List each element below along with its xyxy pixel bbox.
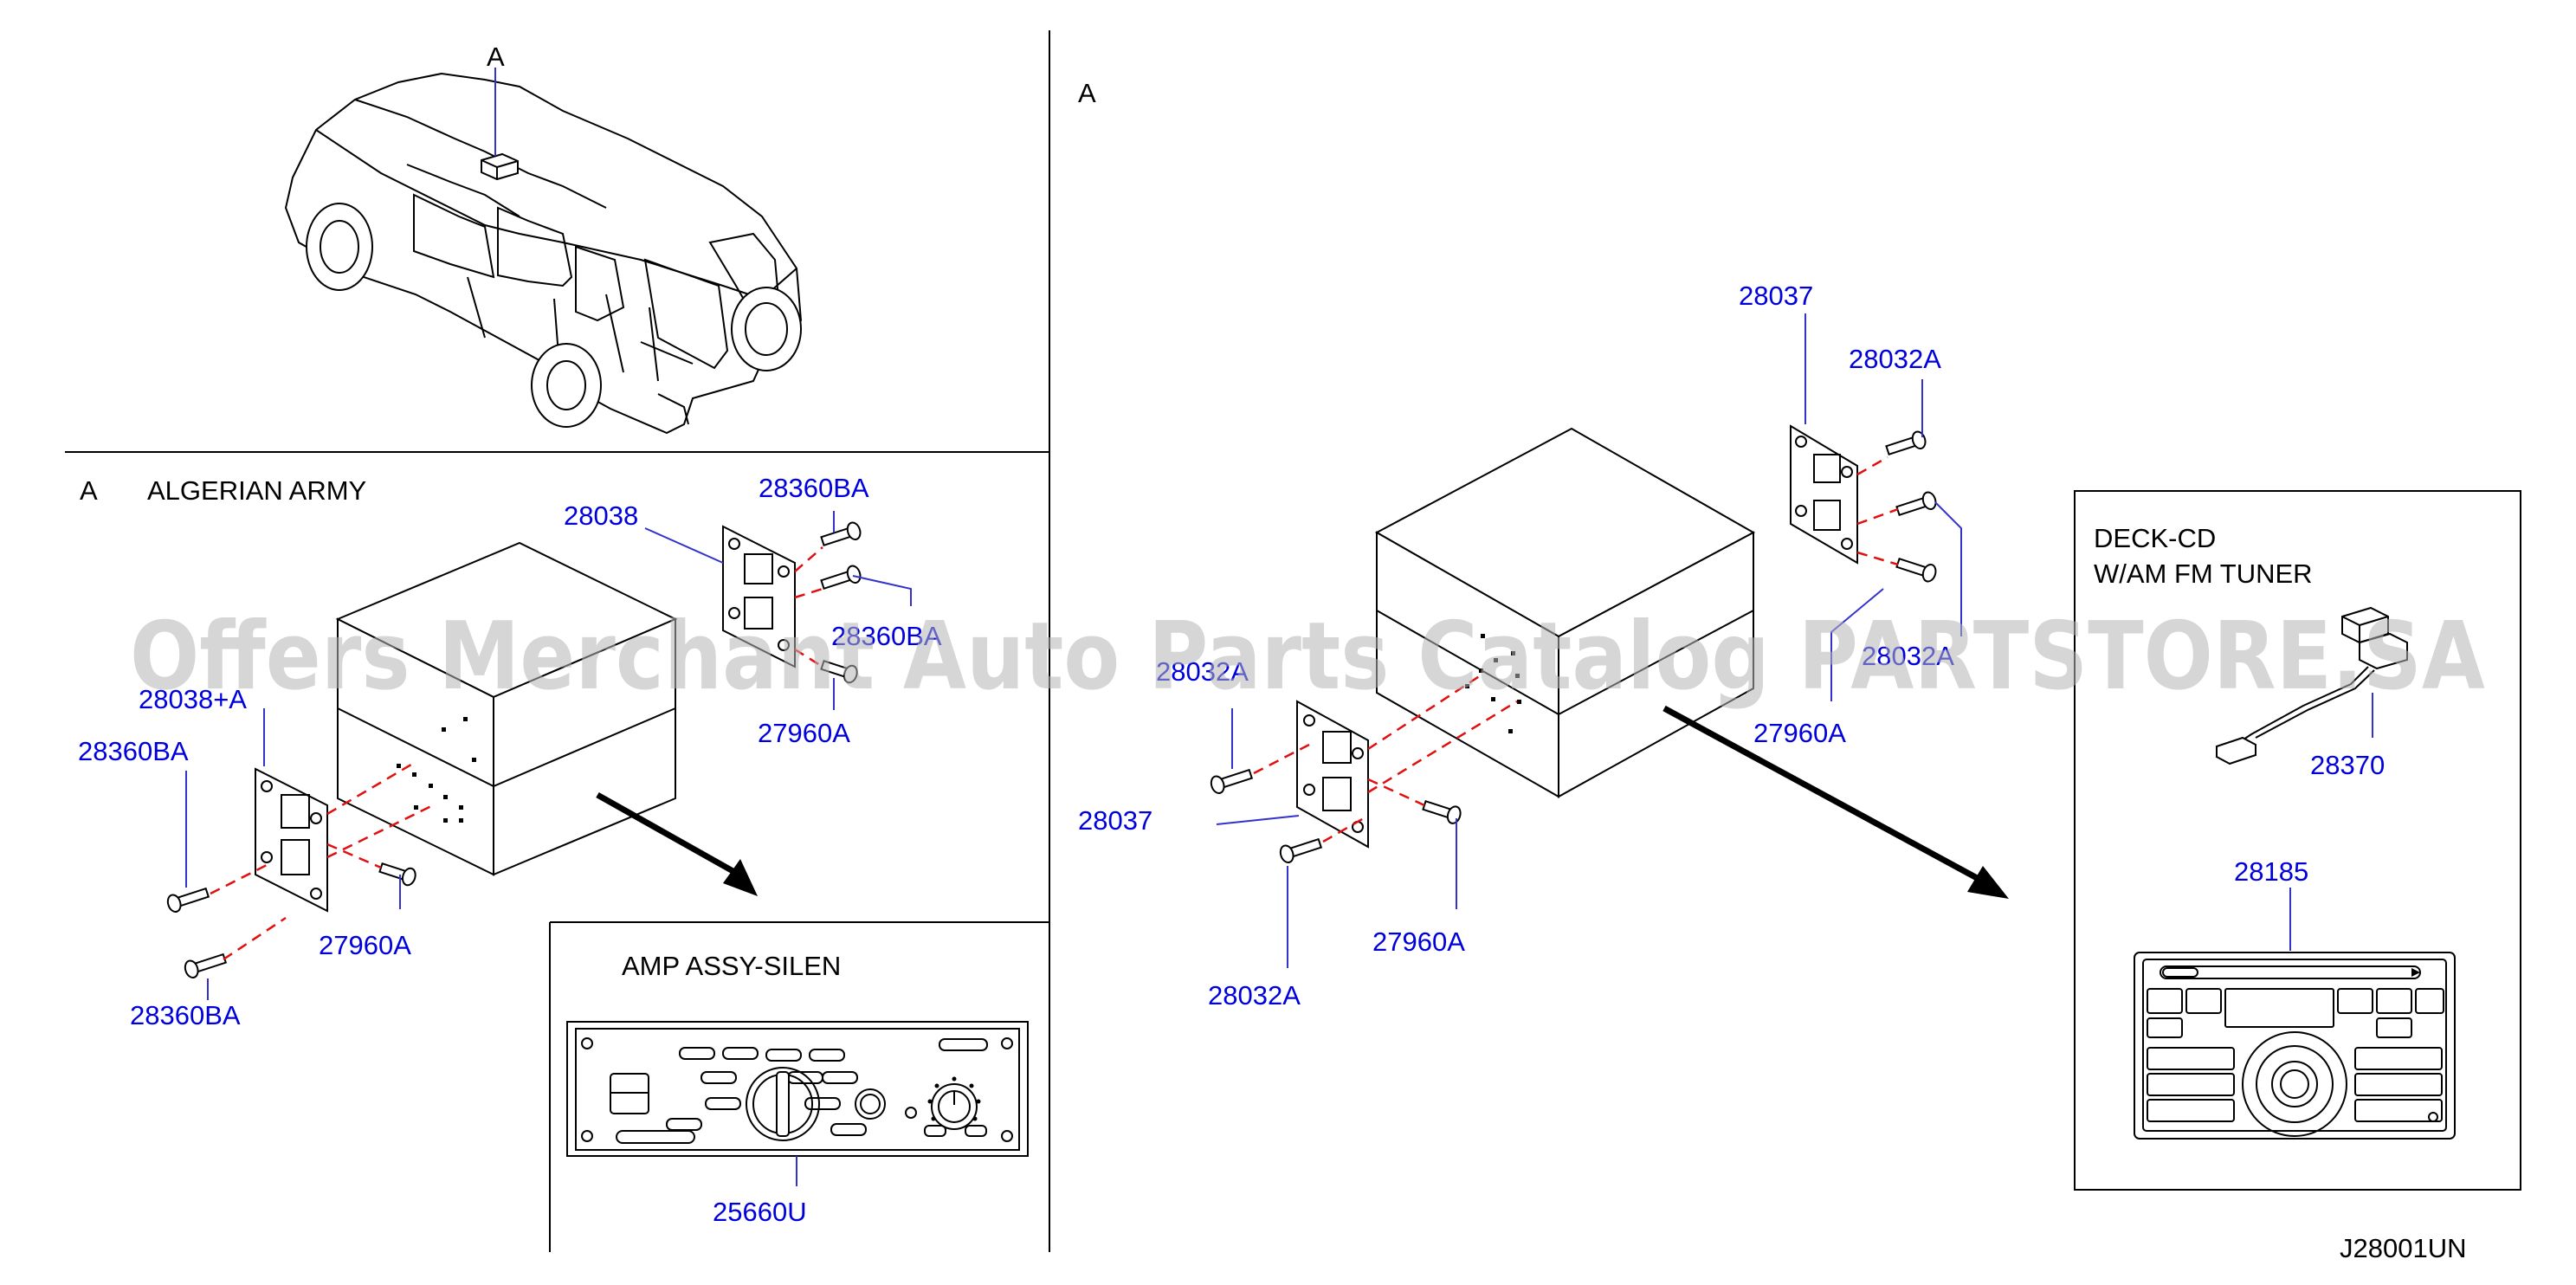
label-28360ba-mid: 28360BA [831,621,942,651]
deck-title-line2: W/AM FM TUNER [2094,559,2313,589]
label-28037-top: 28037 [1739,281,1813,311]
label-28360ba-bottom: 28360BA [130,1000,241,1030]
label-28037-left: 28037 [1078,805,1152,836]
screws-right [1210,430,1937,863]
label-27960a-right: 27960A [1753,718,1846,748]
amplifier-panel [566,1021,1029,1186]
drawing-code: J28001UN [2340,1233,2466,1263]
label-27960a-top: 27960A [758,718,850,748]
radio-box-right [1374,427,1756,798]
section-view-label-right: A [1078,78,1096,108]
section-title-algerian-army: ALGERIAN ARMY [147,475,366,506]
tuner-harness [2216,606,2408,765]
label-28032a-bottom: 28032A [1208,980,1301,1011]
label-28032a-mid: 28032A [1862,641,1954,671]
leaders-right [1216,313,1962,968]
mounting-bracket-right-rear [1790,424,1858,565]
label-28360ba-top: 28360BA [759,473,869,503]
label-25660u: 25660U [713,1197,807,1227]
label-28032a-left: 28032A [1156,656,1249,687]
dash-guides-right [1253,455,1899,843]
mounting-bracket-left-rear [722,525,796,668]
arrow-right [1662,705,2009,899]
mounting-bracket-left-front [255,767,328,913]
cd-deck-head-unit [2134,952,2456,1140]
leaders-left [185,511,912,1000]
deck-title-line1: DECK-CD [2094,523,2216,553]
label-28360ba-left: 28360BA [78,736,189,766]
mounting-bracket-right-front [1296,700,1369,849]
section-view-label-left: A [80,475,98,506]
label-28185: 28185 [2234,856,2308,887]
dash-guides-left [210,546,823,961]
arrow-left [596,791,758,896]
label-28038-plus-a: 28038+A [139,684,247,714]
label-28370: 28370 [2310,750,2385,780]
label-28038: 28038 [564,500,638,531]
frame-lines [65,30,2521,1252]
watermark-text: Offers Merchant Auto Parts Catalog PARTS… [130,603,2485,711]
section-title-amp: AMP ASSY-SILEN [622,951,841,981]
vehicle-view-label: A [487,42,505,72]
label-27960a-left: 27960A [319,930,411,960]
vehicle-illustration [284,68,803,435]
label-27960a-bottom: 27960A [1372,927,1465,957]
label-28032a-top: 28032A [1849,344,1941,374]
screws-left [166,521,862,978]
